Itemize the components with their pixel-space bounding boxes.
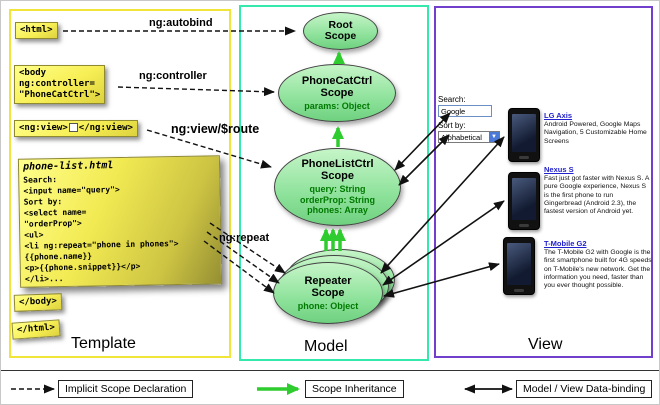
code-line: <ng:view>: [19, 123, 68, 133]
code-line: ng:controller=: [19, 79, 95, 89]
legend-model-view-data-binding: Model / View Data-binding: [516, 380, 653, 398]
phone-name-link[interactable]: LG Axis: [544, 111, 573, 120]
sort-selected-value: Alphabetical: [441, 132, 482, 142]
ng-controller-label: ng:controller: [139, 70, 207, 82]
phone-image: [508, 172, 540, 230]
scope-title: Scope: [320, 170, 354, 183]
scope-title: PhoneListCtrl: [301, 158, 374, 171]
ng-view-tag: <ng:view> </ng:view>: [14, 120, 138, 137]
ng-view-route-label: ng:view/$route: [171, 122, 260, 136]
code-line: </ng:view>: [78, 123, 133, 133]
phone-description: Android Powered, Google Maps Navigation,…: [544, 121, 647, 145]
body-close-tag: </body>: [13, 293, 63, 312]
scope-title: Repeater: [304, 274, 352, 287]
html-open-tag: <html>: [15, 22, 58, 39]
phone-description: The T-Mobile G2 with Google is the first…: [544, 249, 652, 290]
phone-screen: [507, 243, 531, 285]
scope-title: Scope: [311, 286, 345, 299]
search-label: Search:: [438, 95, 466, 104]
phone-name-link[interactable]: Nexus S: [544, 165, 574, 174]
phone-listing: Nexus S Fast just got faster with Nexus …: [544, 165, 652, 216]
template-column: [9, 9, 231, 358]
dropdown-arrow-icon[interactable]: ▼: [489, 132, 499, 142]
root-scope-ellipse: Root Scope: [303, 12, 378, 50]
repeater-scope-ellipse: Repeater Scope phone: Object: [273, 262, 383, 324]
scope-title: PhoneCatCtrl: [301, 74, 373, 87]
scope-title: Scope: [324, 30, 357, 42]
phone-name-link[interactable]: T-Mobile G2: [544, 239, 587, 248]
legend-implicit-scope-declaration: Implicit Scope Declaration: [58, 380, 194, 398]
phonelistctrl-scope-ellipse: PhoneListCtrl Scope query: String orderP…: [274, 148, 401, 226]
scope-title: Root: [328, 18, 353, 31]
repeater-scope-stack: Repeater Scope phone: Object: [273, 249, 395, 325]
scope-property: query: String: [309, 184, 366, 195]
ng-autobind-label: ng:autobind: [149, 17, 213, 29]
legend-scope-inheritance: Scope Inheritance: [305, 380, 404, 398]
phone-listing: T-Mobile G2 The T-Mobile G2 with Google …: [544, 239, 652, 290]
phone-button: [519, 224, 529, 227]
phone-image: [508, 108, 540, 162]
phone-description: Fast just got faster with Nexus S. A pur…: [544, 175, 650, 216]
template-label: Template: [71, 335, 136, 352]
phone-list-template-note: phone-list.html Search: <input name="que…: [17, 155, 223, 288]
ng-repeat-label: ng:repeat: [219, 232, 270, 244]
template-filename: phone-list.html: [22, 160, 114, 173]
scope-property: phones: Array: [307, 205, 368, 216]
model-label: Model: [304, 338, 348, 355]
code-line: </li>...: [24, 273, 64, 284]
search-input[interactable]: [438, 105, 492, 117]
scope-property: phone: Object: [297, 300, 359, 311]
code-line: "PhoneCatCtrl">: [19, 90, 101, 100]
scope-property: params: Object: [304, 100, 370, 111]
scope-property: orderProp: String: [299, 194, 375, 205]
legend-separator: [1, 370, 659, 371]
body-open-tag: <body ng:controller= "PhoneCatCtrl">: [14, 65, 106, 104]
phone-listing: LG Axis Android Powered, Google Maps Nav…: [544, 111, 652, 146]
code-line: <body: [19, 68, 47, 78]
sort-select[interactable]: Alphabetical ▼: [438, 131, 500, 143]
phonecatctrl-scope-ellipse: PhoneCatCtrl Scope params: Object: [278, 64, 396, 122]
phone-screen: [512, 114, 536, 152]
phone-button: [519, 156, 529, 159]
view-placeholder-square: [68, 123, 78, 132]
view-label: View: [528, 336, 563, 353]
sort-by-label: Sort by:: [438, 121, 466, 130]
html-close-tag: </html>: [11, 319, 61, 340]
phone-button: [514, 289, 524, 292]
scope-title: Scope: [320, 86, 354, 99]
phone-image: [503, 237, 535, 295]
phone-screen: [512, 178, 536, 220]
